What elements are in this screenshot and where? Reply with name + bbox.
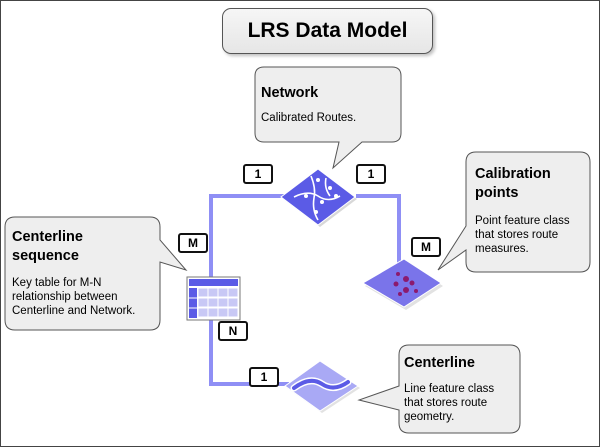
sequence-card-text-line1: Key table for M-N — [12, 277, 102, 289]
centerline-card-text-line2: that stores route — [404, 397, 488, 409]
calibration-card-text-line2: that stores route — [475, 229, 559, 241]
calibration-card-text-line1: Point feature class — [475, 215, 570, 227]
sequence-card-text-line2: relationship between — [12, 291, 118, 303]
line-diamond-icon[interactable] — [282, 358, 362, 416]
centerline-card-text-line3: geometry. — [404, 411, 455, 423]
network-card-text: Calibrated Routes. — [261, 112, 357, 124]
sequence-card-title-line1: Centerline — [12, 229, 83, 245]
calibration-points-diamond-icon[interactable] — [360, 256, 444, 314]
cardinality-badge-sequence-top: M — [178, 233, 208, 253]
centerline-card-title: Centerline — [404, 355, 475, 371]
sequence-card-text-line3: Centerline and Network. — [12, 305, 136, 317]
centerline-card-text-line1: Line feature class — [404, 383, 495, 395]
cardinality-badge-sequence-bottom: N — [218, 321, 248, 341]
cardinality-badge-calibration: M — [411, 237, 441, 257]
calibration-card-title-line2: points — [475, 185, 519, 201]
cardinality-badge-network-left: 1 — [243, 164, 273, 184]
table-icon[interactable] — [186, 276, 242, 322]
calibration-card-text-line3: measures. — [475, 243, 529, 255]
network-card-title: Network — [261, 85, 319, 101]
sequence-card-title-line2: sequence — [12, 248, 79, 264]
cardinality-badge-network-right: 1 — [356, 164, 386, 184]
diagram-title: LRS Data Model — [222, 8, 433, 54]
link-network-to-sequence — [209, 194, 285, 278]
link-network-to-calibration — [356, 194, 401, 272]
network-diamond-icon[interactable] — [278, 166, 358, 228]
cardinality-badge-centerline: 1 — [249, 367, 279, 387]
calibration-card-title-line1: Calibration — [475, 166, 551, 182]
